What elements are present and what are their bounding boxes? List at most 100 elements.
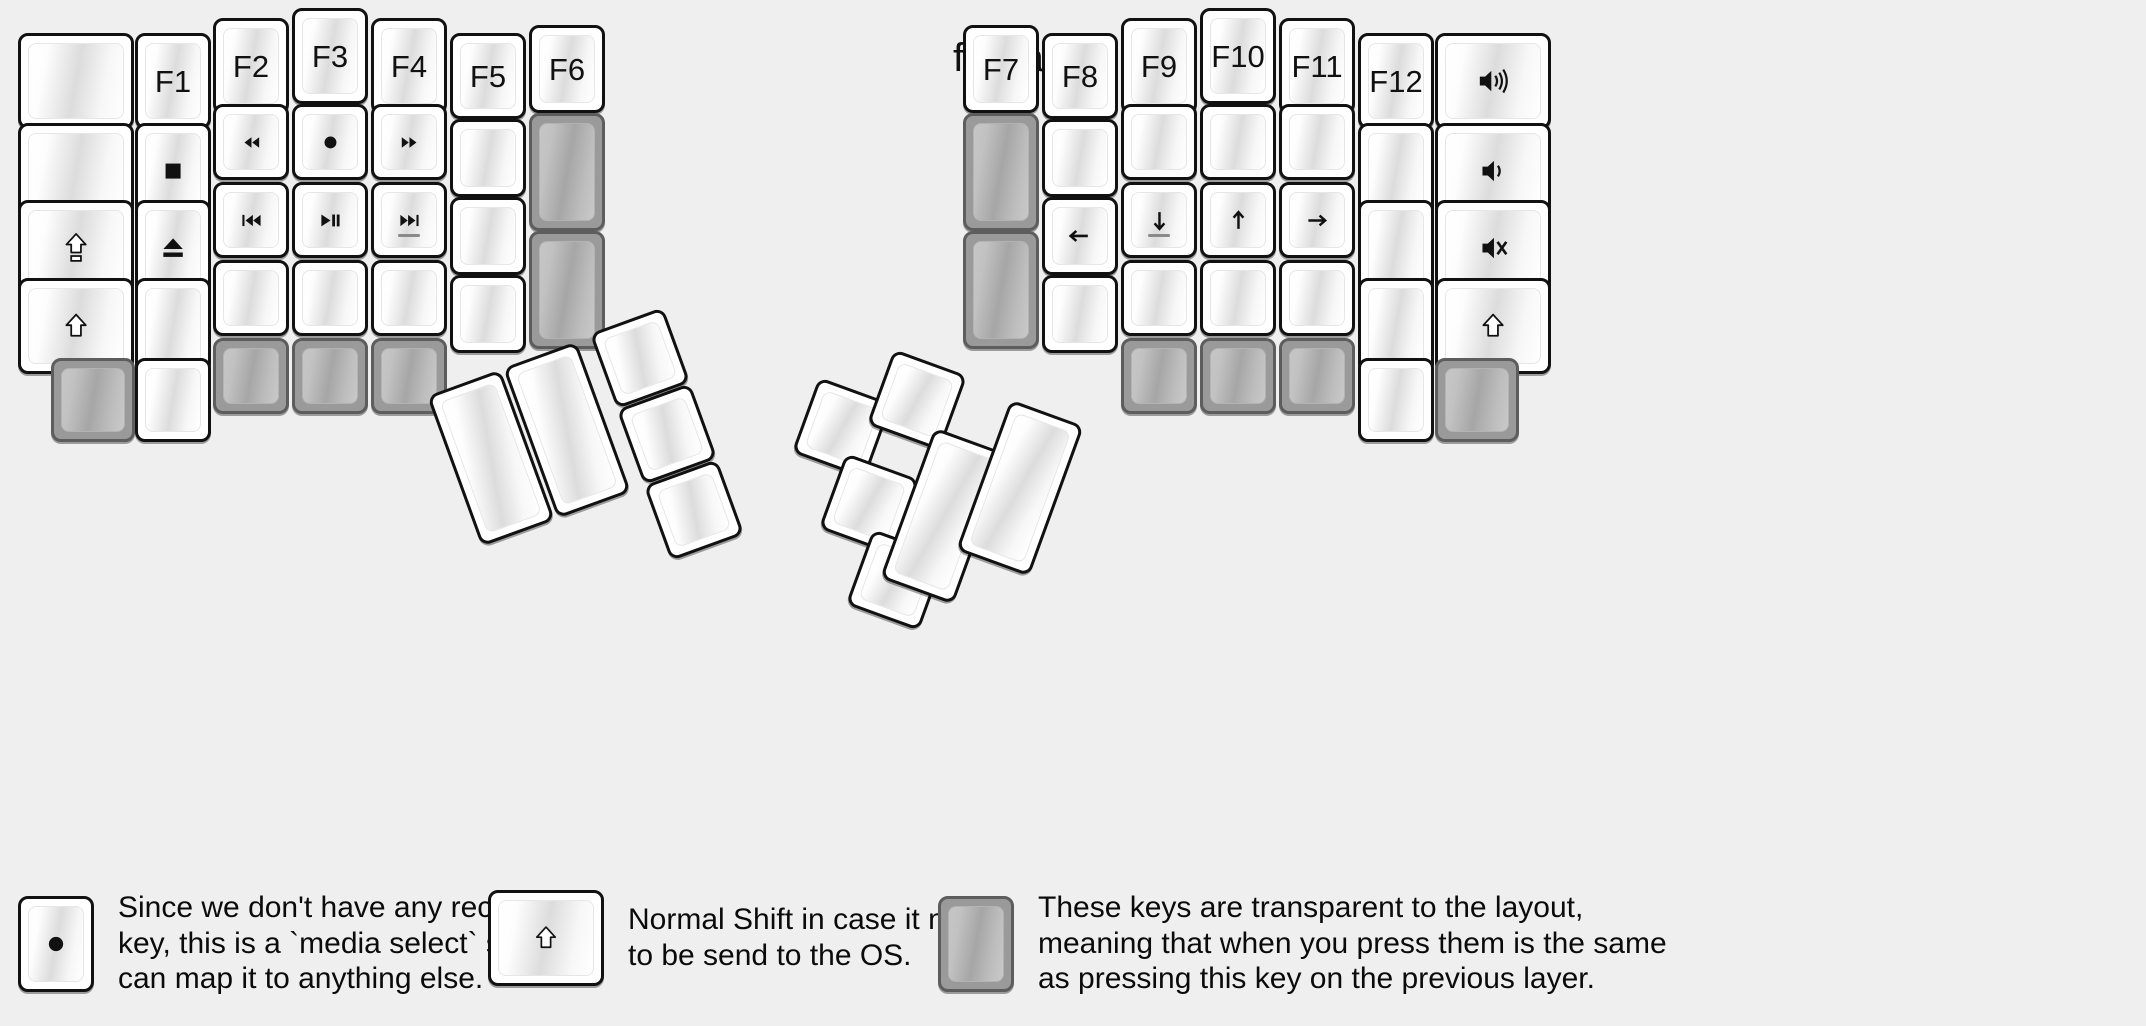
keycap-label (29, 44, 123, 118)
homing-bump-indicator (398, 234, 420, 237)
keycap-l-c6-r4[interactable] (450, 275, 526, 353)
keycap-label (974, 124, 1028, 220)
keycap-face (973, 123, 1029, 221)
keycap-r-c3-r2[interactable] (1121, 104, 1197, 180)
keycap-l-c4-r3[interactable] (292, 182, 368, 258)
keycap-r-c4-r1[interactable]: F10 (1200, 8, 1276, 104)
volume-up-icon (1446, 44, 1540, 118)
keycap-r-c5-r1[interactable]: F11 (1279, 18, 1355, 114)
keycap-label (303, 271, 357, 325)
keycap-l-c6-r1[interactable]: F5 (450, 33, 526, 119)
keycap-r-c1-r3[interactable] (963, 231, 1039, 349)
keycap-face (28, 905, 84, 982)
keycap-l-c7-r2[interactable] (529, 113, 605, 231)
keycap-r-c5-r5[interactable] (1279, 338, 1355, 414)
keycap-r-c3-r4[interactable] (1121, 260, 1197, 336)
keycap-l-c7-r3[interactable] (529, 231, 605, 349)
keycap-l-c3-r2[interactable] (213, 104, 289, 180)
keycap-face: F12 (1368, 43, 1424, 119)
keycap-label (1053, 286, 1107, 342)
keycap-r-c7-r1[interactable] (1435, 33, 1551, 129)
keycap-r-c7-r5[interactable] (1435, 358, 1519, 442)
keycap-r-c1-r1[interactable]: F7 (963, 25, 1039, 113)
keycap-face (656, 471, 732, 549)
keycap-l-c5-r5[interactable] (371, 338, 447, 414)
keycap-r-c5-r3[interactable] (1279, 182, 1355, 258)
keycap-label (974, 242, 1028, 338)
keycap-r-c3-r5[interactable] (1121, 338, 1197, 414)
keycap-l-c3-r4[interactable] (213, 260, 289, 336)
keycap-face (1052, 285, 1108, 343)
keycap-r-c6-r1[interactable]: F12 (1358, 33, 1434, 129)
keycap-l-c5-r4[interactable] (371, 260, 447, 336)
keycap-face (1368, 288, 1424, 364)
media-fast-forward-icon (382, 115, 436, 169)
keycap-l-c4-r1[interactable]: F3 (292, 8, 368, 104)
keycap-face (223, 114, 279, 170)
keycap-r-c3-r3[interactable] (1121, 182, 1197, 258)
keycap-r-c5-r4[interactable] (1279, 260, 1355, 336)
shift-arrow-icon (29, 289, 123, 363)
keycap-l-c3-r5[interactable] (213, 338, 289, 414)
keycap-r-c6-r5[interactable] (1358, 358, 1434, 442)
keycap-l-c5-r2[interactable] (371, 104, 447, 180)
keycap-l-c5-r1[interactable]: F4 (371, 18, 447, 114)
keycap-l-c6-r2[interactable] (450, 119, 526, 197)
legend-transparent-keys-swatch (938, 895, 1014, 992)
keycap-face: F3 (302, 18, 358, 94)
keycap-label (1446, 369, 1508, 431)
legend-media-select-swatch (18, 895, 94, 992)
keycap-r-c4-r5[interactable] (1200, 338, 1276, 414)
keycap-r-c4-r4[interactable] (1200, 260, 1276, 336)
keycap-face (831, 465, 907, 543)
keycap-face: F10 (1210, 18, 1266, 94)
homing-bump-indicator (1148, 234, 1170, 237)
keycap-r-c2-r2[interactable] (1042, 119, 1118, 197)
media-eject-icon (146, 211, 200, 285)
keycap-face (28, 43, 124, 119)
keycap-face (1289, 348, 1345, 404)
keycap-face (498, 900, 594, 976)
keycap-r-c2-r1[interactable]: F8 (1042, 33, 1118, 119)
keycap-face (1445, 288, 1541, 364)
keycap-l-c4-r5[interactable] (292, 338, 368, 414)
keycap-l-c3-r3[interactable] (213, 182, 289, 258)
keycap-l-c5-r3[interactable] (371, 182, 447, 258)
keycap-l-c4-r4[interactable] (292, 260, 368, 336)
keycap-face: F2 (223, 28, 279, 104)
legend-normal-shift-swatch (488, 890, 604, 986)
keycap-l-c3-r1[interactable]: F2 (213, 18, 289, 114)
keycap-l-c2-r5[interactable] (135, 358, 211, 442)
keycap-label: F9 (1140, 48, 1178, 84)
keycap-l-c4-r2[interactable] (292, 104, 368, 180)
keycap-face (381, 270, 437, 326)
keycap-face (1445, 210, 1541, 286)
keycap-r-c2-r3[interactable] (1042, 197, 1118, 275)
keycap-label: F4 (390, 48, 428, 84)
keycap-l-c2-r1[interactable]: F1 (135, 33, 211, 129)
keycap-face (1445, 133, 1541, 209)
keycap-r-c4-r3[interactable] (1200, 182, 1276, 258)
keycap-label (461, 208, 515, 264)
keycap-face (948, 905, 1004, 982)
keycap-label (146, 289, 200, 363)
keycap-r-c2-r4[interactable] (1042, 275, 1118, 353)
keycap-l-c1-r5[interactable] (51, 358, 135, 442)
keycap-face: F1 (145, 43, 201, 119)
keycap-face (381, 114, 437, 170)
keycap-l-c6-r3[interactable] (450, 197, 526, 275)
keycap-face (629, 395, 705, 473)
keycap-r-c4-r2[interactable] (1200, 104, 1276, 180)
keycap-face: F8 (1052, 43, 1108, 109)
keycap-r-c1-r2[interactable] (963, 113, 1039, 231)
keycap-r-c5-r2[interactable] (1279, 104, 1355, 180)
keycap-l-c7-r1[interactable]: F6 (529, 25, 605, 113)
legend-transparent-keys-text: These keys are transparent to the layout… (1038, 891, 1667, 996)
legend: Since we don't have any recording key, t… (0, 880, 2146, 1026)
shift-arrow-icon (525, 917, 567, 959)
keycap-face (145, 210, 201, 286)
arrow-right-icon (1290, 193, 1344, 247)
keycap-l-c1-r1[interactable] (18, 33, 134, 129)
keycap-r-c3-r1[interactable]: F9 (1121, 18, 1197, 114)
